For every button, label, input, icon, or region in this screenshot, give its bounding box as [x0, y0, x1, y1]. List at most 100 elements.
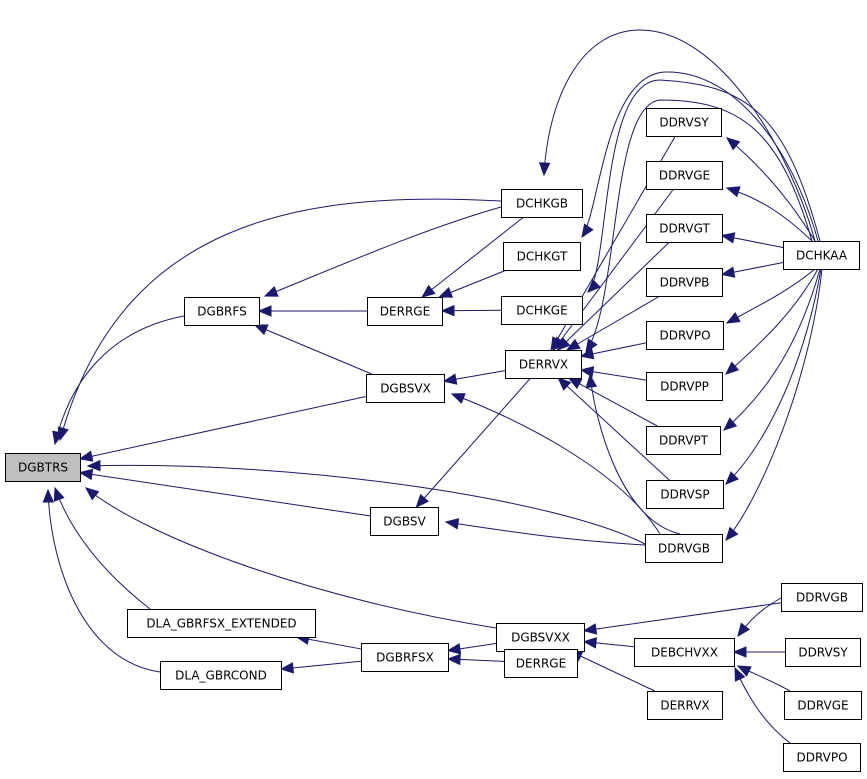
node-debchvxx[interactable]: DEBCHVXX	[634, 638, 735, 667]
node-box	[127, 609, 316, 638]
node-derrvx-a[interactable]: DERRVX	[505, 350, 582, 379]
node-box	[784, 691, 862, 720]
node-box	[646, 372, 723, 401]
node-ddrvpp[interactable]: DDRVPP	[646, 372, 723, 401]
arrowhead	[582, 637, 598, 649]
arrowhead	[421, 284, 436, 298]
node-box	[366, 374, 445, 403]
node-label: DERRGE	[380, 305, 430, 319]
node-box	[634, 638, 735, 667]
edge-dchkaa-to-ddrvsy_a	[725, 137, 816, 242]
arrowhead	[579, 366, 595, 378]
edge-ddrvsp-to-derrvx_a	[557, 377, 670, 481]
node-label: DEBCHVXX	[651, 646, 718, 660]
node-label: DDRVPP	[660, 380, 709, 394]
arrowhead	[725, 311, 741, 324]
edge-ddrvgb_b-to-debchvxx	[737, 597, 782, 638]
node-box	[367, 297, 443, 326]
node-dgbtrs[interactable]: DGBTRS	[5, 453, 81, 482]
node-dgbrfs[interactable]: DGBRFS	[184, 297, 260, 326]
node-ddrvgb-a[interactable]: DDRVGB	[645, 534, 723, 563]
node-label: DDRVGB	[658, 542, 710, 556]
node-dla-gbrcond[interactable]: DLA_GBRCOND	[160, 661, 282, 690]
node-label: DDRVSY	[659, 116, 709, 130]
node-ddrvsy-a[interactable]: DDRVSY	[646, 108, 722, 137]
node-label: DGBSV	[383, 515, 426, 529]
node-dchkaa[interactable]: DCHKAA	[783, 241, 860, 270]
node-derrge-a[interactable]: DERRGE	[367, 297, 443, 326]
arrowhead	[725, 137, 741, 151]
node-label: DDRVGT	[659, 222, 710, 236]
edge-debchvxx-to-dgbsvxx	[582, 637, 635, 649]
edge-dchkaa-to-ddrvgb_a	[725, 268, 823, 541]
node-box	[783, 743, 861, 772]
node-box	[785, 638, 861, 667]
node-label: DERRVX	[519, 358, 568, 372]
node-label: DDRVPO	[659, 329, 710, 343]
edge-derrvx_a-to-dgbsv	[415, 377, 531, 508]
arrowhead	[582, 623, 598, 635]
node-ddrvpo-a[interactable]: DDRVPO	[646, 321, 724, 350]
edge-ddrvpt-to-derrvx_a	[567, 377, 658, 427]
edge-dchkaa-to-derrvx_a	[585, 99, 813, 354]
node-dgbsvx[interactable]: DGBSVX	[366, 374, 445, 403]
arrowhead	[725, 361, 740, 375]
node-box	[646, 161, 723, 190]
node-ddrvge-a[interactable]: DDRVGE	[646, 161, 723, 190]
node-ddrvsp[interactable]: DDRVSP	[646, 480, 724, 509]
node-dla-gbrfsx-extended[interactable]: DLA_GBRFSX_EXTENDED	[127, 609, 316, 638]
edge-dchkaa-to-ddrvpp	[725, 268, 819, 375]
node-label: DDRVPB	[660, 276, 710, 290]
node-label: DLA_GBRCOND	[175, 669, 267, 683]
edge-dla_gbrfsx_extended-to-dgbtrs	[53, 486, 151, 610]
edge-derrge_a-to-dgbrfs	[257, 305, 367, 317]
node-dchkgt[interactable]: DCHKGT	[503, 242, 581, 271]
edge-ddrvpo_b-to-debchvxx	[734, 666, 791, 744]
node-ddrvsy-b[interactable]: DDRVSY	[785, 638, 861, 667]
arrowhead	[446, 643, 462, 655]
node-label: DGBSVX	[380, 382, 431, 396]
node-box	[783, 241, 860, 270]
edge-dchkgb-to-dgbrfs	[263, 206, 502, 297]
node-ddrvpb[interactable]: DDRVPB	[646, 268, 723, 297]
node-ddrvgt[interactable]: DDRVGT	[646, 214, 723, 243]
arrowhead	[84, 487, 100, 501]
node-ddrvpo-b[interactable]: DDRVPO	[783, 743, 861, 772]
node-label: DDRVPT	[659, 434, 709, 448]
node-derrvx-b[interactable]: DERRVX	[647, 691, 723, 720]
arrowhead	[720, 266, 736, 278]
node-label: DCHKGE	[516, 304, 567, 318]
arrowhead	[737, 622, 751, 638]
node-dgbsv[interactable]: DGBSV	[370, 507, 439, 536]
node-dgbsvxx[interactable]: DGBSVXX	[496, 623, 585, 652]
arrowhead	[587, 279, 601, 293]
node-box	[361, 643, 449, 672]
edge-dchkge-to-derrge_a	[440, 304, 502, 317]
node-box	[646, 108, 722, 137]
node-dchkgb[interactable]: DCHKGB	[501, 189, 583, 218]
node-box	[646, 480, 724, 509]
node-label: DDRVSY	[798, 646, 848, 660]
arrowhead	[725, 471, 739, 485]
node-ddrvge-b[interactable]: DDRVGE	[784, 691, 862, 720]
node-derrge-b[interactable]: DERRGE	[504, 649, 578, 678]
node-box	[370, 507, 439, 536]
arrowhead	[42, 488, 55, 503]
arrowhead	[444, 518, 460, 530]
node-box	[160, 661, 282, 690]
node-label: DLA_GBRFSX_EXTENDED	[146, 617, 296, 631]
edge-dchkaa-to-ddrvsp	[725, 268, 822, 485]
node-box	[501, 189, 583, 218]
node-dchkge[interactable]: DCHKGE	[501, 296, 583, 325]
node-dgbrfsx[interactable]: DGBRFSX	[361, 643, 449, 672]
arrowhead	[734, 666, 746, 682]
node-label: DERRVX	[660, 699, 709, 713]
node-box	[505, 350, 582, 379]
node-label: DERRGE	[516, 657, 566, 671]
node-box	[646, 214, 723, 243]
arrowhead	[263, 286, 279, 297]
edges	[42, 29, 823, 744]
node-ddrvpt[interactable]: DDRVPT	[646, 426, 721, 455]
node-ddrvgb-b[interactable]: DDRVGB	[781, 583, 863, 612]
